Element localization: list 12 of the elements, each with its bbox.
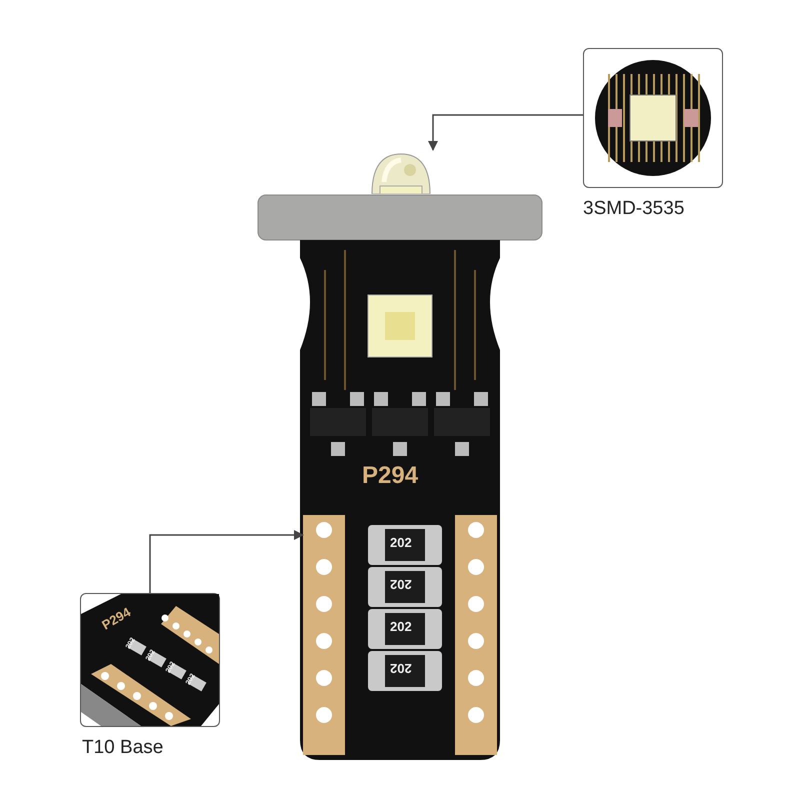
board-marking: P294: [362, 464, 418, 488]
contact-strip: [303, 515, 345, 755]
leader-arrow: [149, 530, 304, 593]
resistor-marking: 202: [390, 620, 412, 633]
caption-text: T10 Base: [82, 737, 164, 759]
caption-text: 3SMD-3535: [583, 198, 684, 220]
inset-photo: [583, 48, 723, 188]
leader-arrow: [428, 114, 583, 151]
board-marking: P294: [100, 605, 133, 632]
resistor-marking: 202: [390, 536, 412, 549]
resistor-marking: 202: [390, 662, 412, 675]
resistor-marking: 202: [390, 578, 412, 591]
